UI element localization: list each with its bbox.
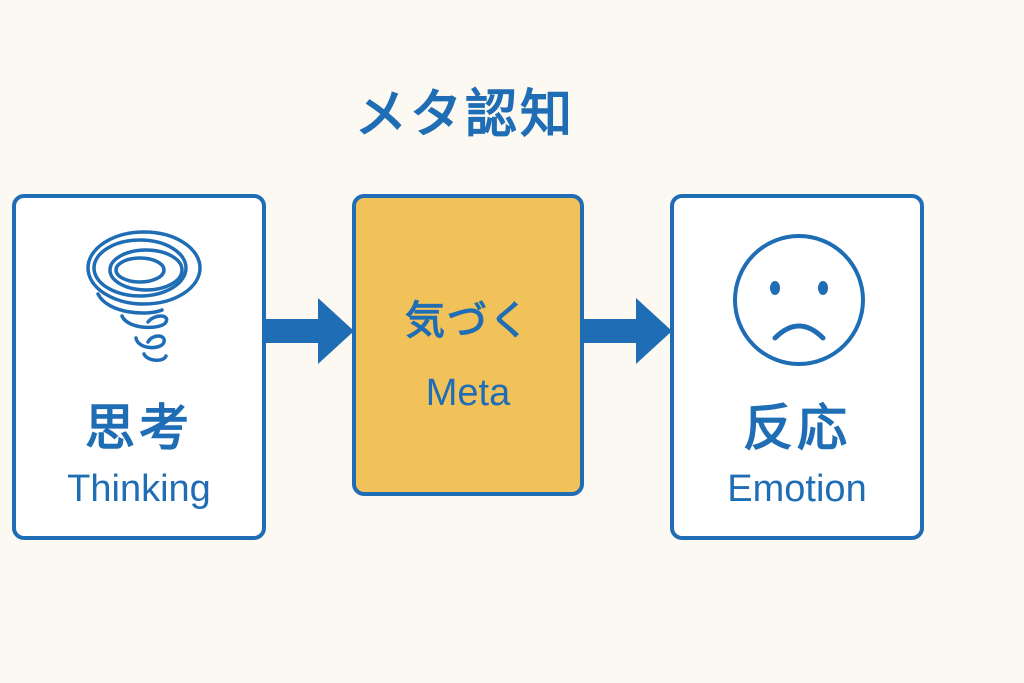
arrow-icon — [582, 298, 672, 364]
emotion-jp-label: 反応 — [743, 399, 851, 457]
thinking-en-label: Thinking — [67, 468, 211, 510]
thinking-box: 思考 Thinking — [12, 194, 266, 540]
sad-face-icon — [733, 234, 865, 366]
swirl-icon — [86, 230, 202, 362]
thinking-jp-label: 思考 — [85, 399, 193, 457]
meta-box: 気づく Meta — [352, 194, 584, 496]
arrow-icon — [264, 298, 354, 364]
meta-en-label: Meta — [425, 372, 511, 414]
emotion-box: 反応 Emotion — [670, 194, 924, 540]
diagram-title: メタ認知 — [354, 85, 575, 145]
meta-jp-label: 気づく — [405, 298, 531, 344]
emotion-en-label: Emotion — [727, 468, 867, 510]
